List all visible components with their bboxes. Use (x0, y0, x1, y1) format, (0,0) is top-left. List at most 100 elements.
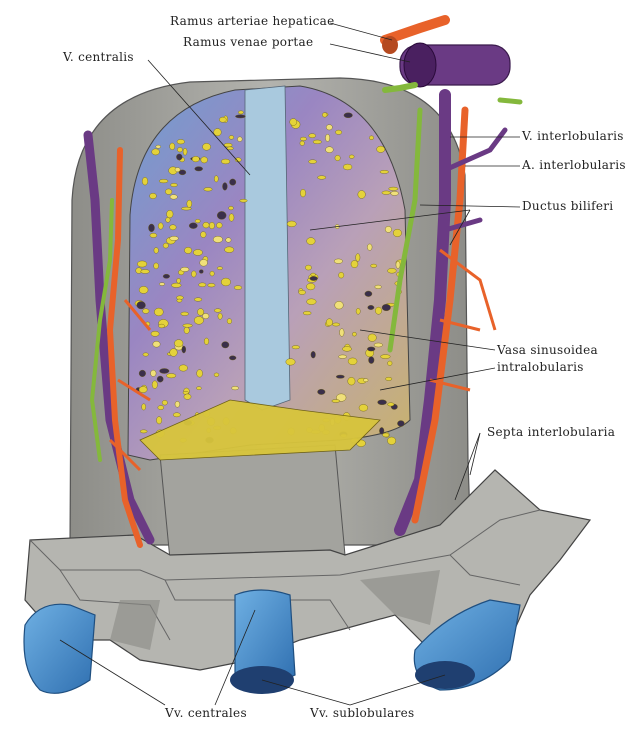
label-vasa-sinusoidea: Vasa sinusoidea (497, 343, 598, 357)
hepatocyte-cell (221, 341, 230, 349)
hepatocyte-cell (373, 342, 383, 348)
hepatocyte-cell (159, 282, 165, 286)
hepatocyte-cell (325, 146, 334, 153)
hepatocyte-cell (157, 405, 165, 410)
hepatocyte-cell (155, 144, 161, 149)
hepatocyte-cell (157, 222, 164, 230)
hepatocyte-cell (325, 133, 330, 142)
hepatocyte-cell (308, 133, 316, 138)
hepatocyte-cell (238, 110, 244, 115)
lobule-cut-surface (127, 85, 411, 461)
hepatocyte-cell (347, 377, 356, 386)
hepatocyte-cell (226, 318, 232, 325)
hepatocyte-cell (153, 247, 159, 254)
hepatocyte-cell (159, 368, 170, 374)
hepatocyte-cell (390, 191, 399, 196)
hepatocyte-cell (286, 220, 297, 228)
hepatocyte-cell (174, 401, 181, 408)
hepatocyte-cell (162, 242, 169, 249)
hepatocyte-cell (149, 232, 158, 238)
hepatocyte-cell (191, 156, 200, 163)
hepatocyte-cell (188, 222, 198, 229)
hepatocyte-cell (178, 169, 187, 176)
hepatocyte-cell (216, 211, 227, 220)
hepatocyte-cell (154, 307, 164, 317)
hepatocyte-cell (214, 308, 222, 313)
hepatocyte-cell (338, 272, 345, 279)
hepatocyte-cell (186, 199, 193, 208)
hepatocyte-cell (352, 332, 357, 337)
hepatocyte-cell (165, 217, 171, 223)
hepatocyte-cell (200, 156, 208, 164)
hepatocyte-cell (181, 345, 187, 354)
hepatocyte-cell (178, 364, 188, 372)
hepatocyte-cell (355, 308, 361, 315)
hepatocyte-cell (381, 190, 391, 195)
hepatocyte-cell (331, 399, 340, 403)
hepatocyte-cell (221, 158, 231, 165)
hepatocyte-cell (381, 304, 391, 312)
hepatocyte-cell (387, 436, 396, 445)
hepatocyte-cell (174, 167, 181, 173)
label-ductus-biliferi: Ductus biliferi (522, 199, 614, 213)
hepatocyte-cell (150, 369, 157, 377)
hepatocyte-cell (325, 124, 333, 131)
hepatocyte-cell (338, 354, 347, 359)
hepatocyte-cell (220, 277, 231, 287)
hepatocyte-cell (170, 183, 178, 187)
hepatocyte-cell (169, 142, 175, 151)
hepatocyte-cell (226, 146, 234, 151)
hepatocyte-cell (392, 228, 402, 237)
hepatocyte-cell (176, 153, 183, 161)
hepatocyte-cell (325, 318, 333, 327)
hepatocyte-cell (203, 337, 209, 345)
right-vessels (387, 89, 508, 536)
hepatocyte-cell (209, 271, 215, 277)
hepatocyte-cell (199, 259, 208, 267)
hepatocyte-cell (169, 235, 179, 241)
hepatocyte-cell (385, 376, 393, 381)
hepatocyte-cell (367, 346, 376, 352)
hepatocyte-cell (166, 373, 177, 379)
label-vv-sublobulares: Vv. sublobulares (310, 706, 415, 720)
hepatocyte-cell (228, 135, 235, 140)
hepatocyte-cell (152, 341, 161, 348)
hepatocyte-cell (156, 375, 164, 383)
label-ramus-venae-portae: Ramus venae portae (183, 35, 314, 49)
label-a-interlobularis: A. interlobularis (522, 158, 626, 172)
hepatocyte-cell (180, 266, 190, 272)
hepatocyte-cell (357, 190, 366, 199)
hepatocyte-cell (138, 369, 146, 377)
hepatocyte-cell (237, 136, 243, 142)
hepatocyte-cell (306, 298, 317, 305)
hepatocyte-cell (299, 136, 307, 141)
hepatocyte-cell (197, 308, 205, 316)
hepatocyte-cell (334, 154, 341, 161)
hepatocyte-cell (228, 213, 235, 222)
top-vessels (380, 15, 523, 105)
label-v-interlobularis: V. interlobularis (522, 129, 624, 143)
hepatocyte-cell (136, 301, 146, 310)
hepatocyte-cell (300, 189, 306, 198)
hepatocyte-cell (142, 352, 149, 357)
hepatocyte-cell (310, 351, 316, 359)
hepatocyte-cell (305, 264, 312, 271)
hepatocyte-cell (347, 357, 358, 365)
hepatocyte-cell (229, 178, 237, 186)
hepatocyte-cell (139, 429, 148, 434)
label-ramus-arteriae-hepaticae: Ramus arteriae hepaticae (170, 14, 335, 28)
hepatocyte-cell (194, 166, 203, 172)
hepatocyte-cell (191, 270, 197, 278)
hepatocyte-cell (375, 306, 382, 315)
hepatocyte-cell (217, 312, 223, 320)
hepatocyte-cell (161, 400, 168, 406)
label-vv-centrales: Vv. centrales (165, 706, 247, 720)
hepatocyte-cell (138, 286, 149, 294)
hepatocyte-cell (376, 145, 386, 153)
hepatocyte-cell (310, 272, 316, 277)
hepatocyte-cell (358, 404, 369, 412)
hepatocyte-cell (368, 356, 375, 364)
label-intralobularis: intralobularis (497, 360, 584, 374)
hepatocyte-cell (203, 187, 213, 192)
hepatocyte-cell (219, 116, 227, 123)
